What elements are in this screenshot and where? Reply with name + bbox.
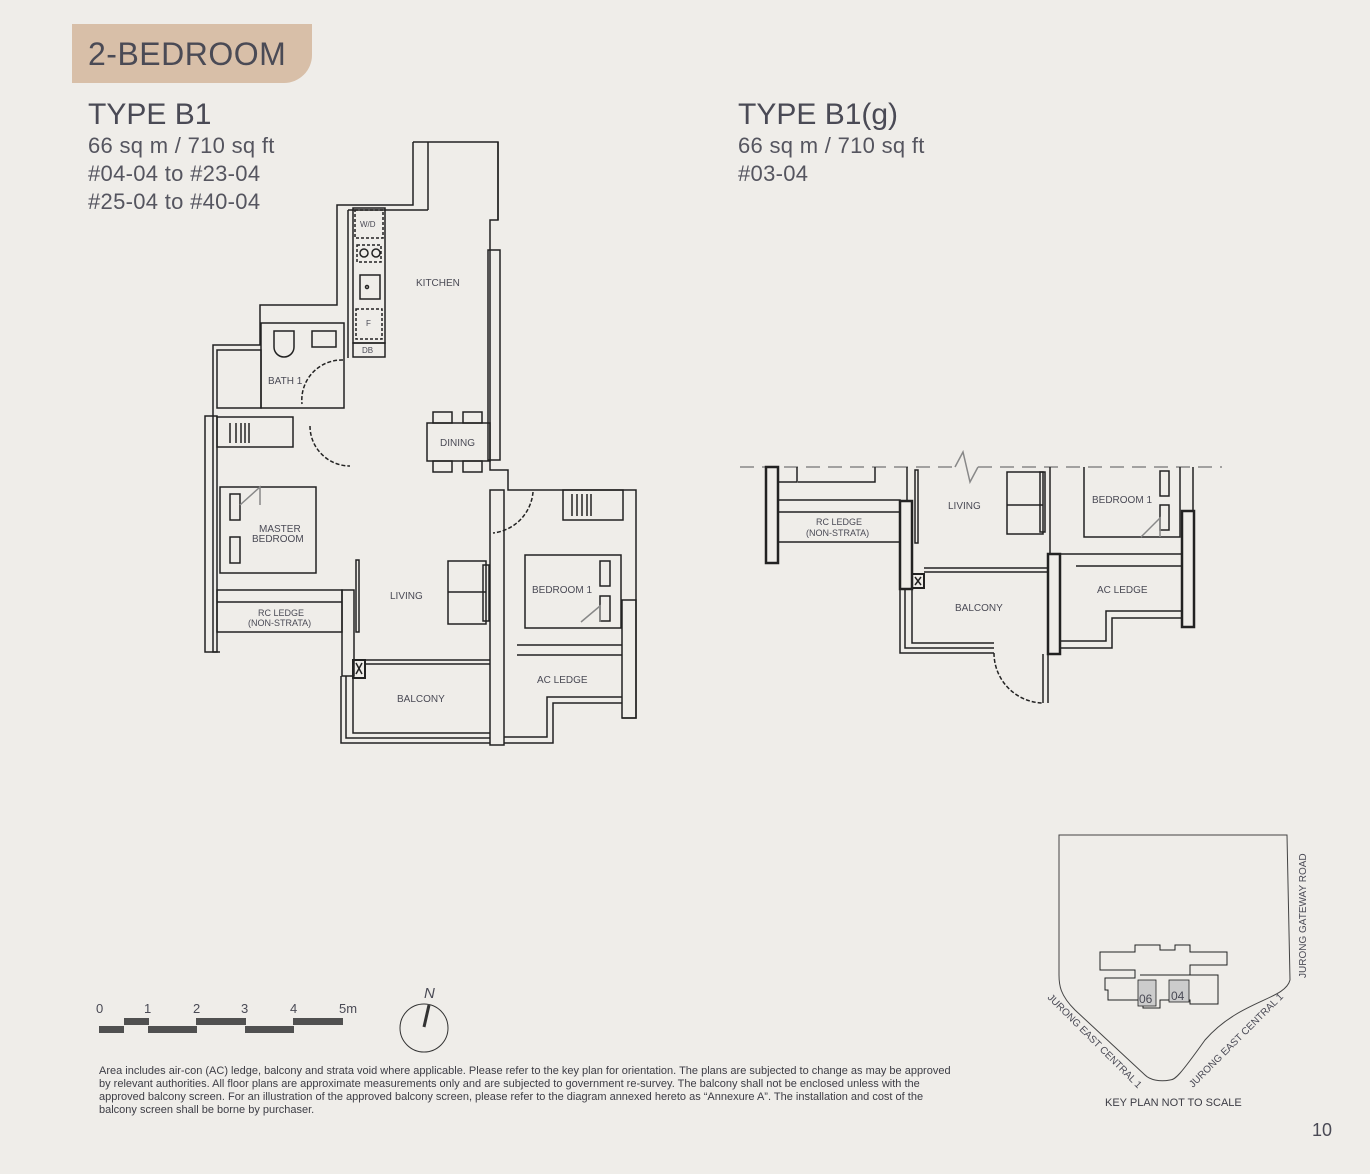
label-master-1: MASTER [259, 524, 301, 535]
disclaimer-footnote: Area includes air-con (AC) ledge, balcon… [99, 1065, 951, 1116]
page-number: 10 [1312, 1120, 1333, 1140]
north-arrow-icon: N [399, 985, 449, 1053]
category-title: 2-BEDROOM [88, 36, 287, 72]
key-plan-caption: KEY PLAN NOT TO SCALE [1105, 1097, 1242, 1109]
scale-tick-5: 5m [339, 1001, 357, 1016]
scale-bar: 0 1 2 3 4 5m [96, 1001, 357, 1033]
unit-b1-units-2: #25-04 to #40-04 [88, 189, 261, 214]
floor-plan-b1g-labels: LIVING BEDROOM 1 RC LEDGE (NON-STRATA) A… [806, 495, 1152, 614]
scale-tick-0: 0 [96, 1001, 103, 1016]
unit-b1-area: 66 sq m / 710 sq ft [88, 133, 275, 158]
label-ac-ledge: AC LEDGE [537, 675, 588, 686]
label-fridge: F [366, 319, 371, 328]
label-g-living: LIVING [948, 501, 981, 512]
label-kitchen: KITCHEN [416, 278, 460, 289]
scale-tick-2: 2 [193, 1001, 200, 1016]
scale-tick-3: 3 [241, 1001, 248, 1016]
road-jurong-east-central-left: JURONG EAST CENTRAL 1 [1045, 992, 1144, 1091]
label-master-2: BEDROOM [252, 534, 304, 545]
unit-b1g-area: 66 sq m / 710 sq ft [738, 133, 925, 158]
floor-plan-b1g [740, 449, 1222, 704]
unit-b1g-info: TYPE B1(g) 66 sq m / 710 sq ft #03-04 [738, 98, 925, 188]
road-jurong-gateway: JURONG GATEWAY ROAD [1298, 853, 1309, 978]
label-living: LIVING [390, 591, 423, 602]
label-rc-ledge-2: (NON-STRATA) [248, 618, 311, 628]
label-g-ac-ledge: AC LEDGE [1097, 585, 1148, 596]
road-jurong-east-central-right: JURONG EAST CENTRAL 1 [1187, 991, 1286, 1090]
scale-tick-4: 4 [290, 1001, 297, 1016]
unit-b1-title: TYPE B1 [88, 98, 212, 131]
label-bedroom1: BEDROOM 1 [532, 585, 592, 596]
unit-b1-units-1: #04-04 to #23-04 [88, 161, 261, 186]
label-dining: DINING [440, 438, 475, 449]
north-label: N [424, 985, 435, 1002]
label-g-rc-ledge-2: (NON-STRATA) [806, 528, 869, 538]
label-g-balcony: BALCONY [955, 603, 1003, 614]
unit-b1-info: TYPE B1 66 sq m / 710 sq ft #04-04 to #2… [88, 98, 275, 216]
scale-tick-1: 1 [144, 1001, 151, 1016]
label-db: DB [362, 346, 373, 355]
label-wd: W/D [360, 220, 376, 229]
key-plan: 06 04 JURONG GATEWAY ROAD JURONG EAST CE… [1045, 834, 1309, 1091]
unit-b1g-units-1: #03-04 [738, 161, 809, 186]
floor-plan-b1 [204, 141, 637, 746]
floor-plan-b1-labels: KITCHEN W/D F DB BATH 1 DINING MASTER BE… [248, 220, 592, 705]
label-balcony: BALCONY [397, 694, 445, 705]
label-g-rc-ledge-1: RC LEDGE [816, 517, 862, 527]
key-plan-unit-06: 06 [1139, 992, 1153, 1006]
unit-b1g-title: TYPE B1(g) [738, 98, 899, 131]
label-g-bedroom1: BEDROOM 1 [1092, 495, 1152, 506]
category-badge: 2-BEDROOM [72, 24, 312, 83]
key-plan-unit-04: 04 [1171, 989, 1185, 1003]
label-rc-ledge-1: RC LEDGE [258, 608, 304, 618]
label-bath: BATH 1 [268, 376, 303, 387]
